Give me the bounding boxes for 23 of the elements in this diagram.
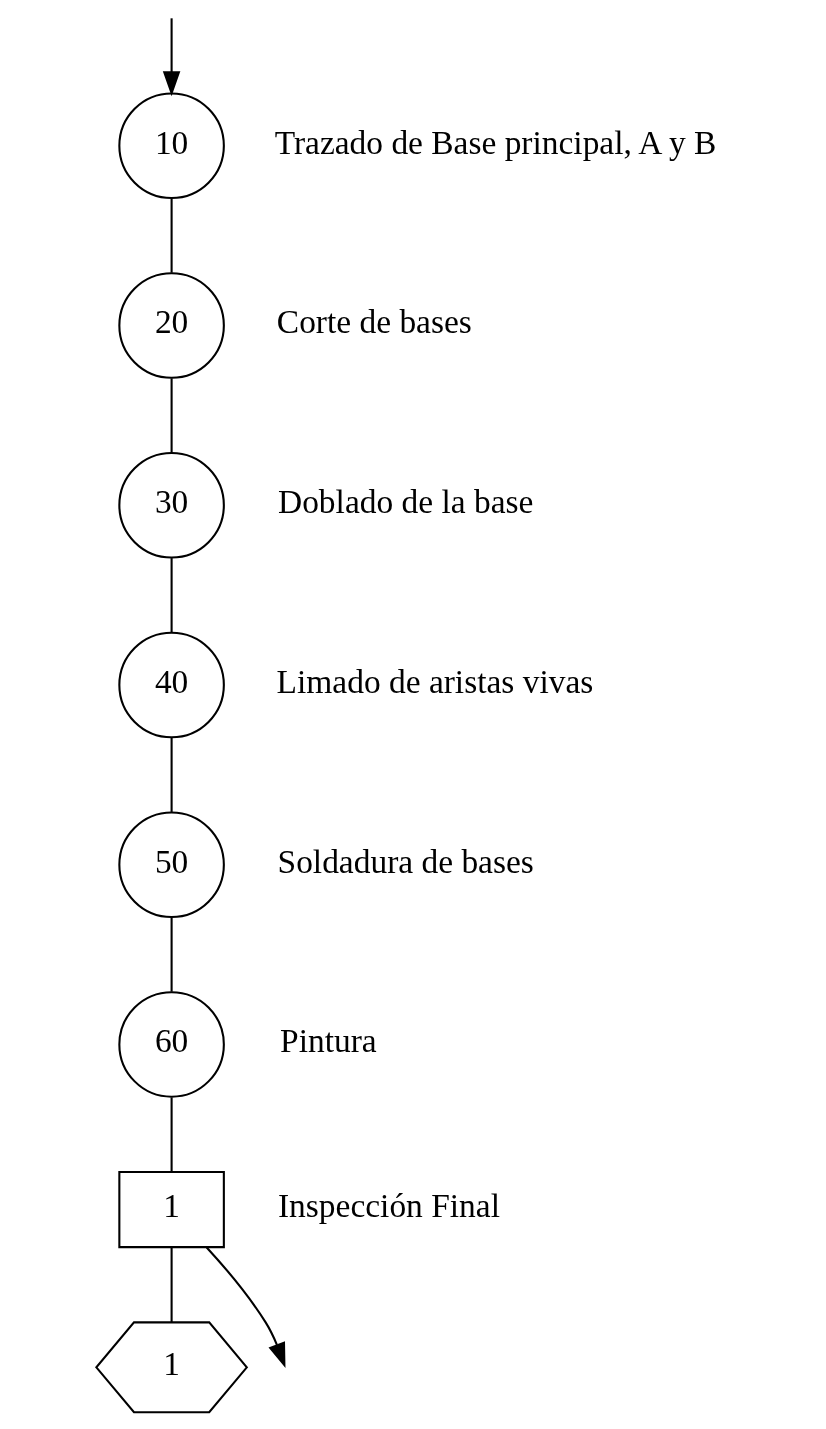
node-circle: 30 — [118, 451, 225, 559]
node-label: Doblado de la base — [278, 483, 534, 521]
node-circle: 60 — [118, 991, 225, 1098]
node-label: Limado de aristas vivas — [276, 662, 594, 700]
node-label: Corte de bases — [276, 303, 472, 341]
node-label: Soldadura de bases — [277, 842, 534, 880]
connector — [170, 1247, 173, 1323]
connector — [170, 737, 173, 812]
arrow — [205, 1246, 286, 1368]
connector — [170, 378, 173, 453]
connector — [170, 558, 173, 633]
node-circle: 50 — [118, 811, 225, 918]
connector — [170, 917, 173, 992]
node-circle: 40 — [118, 631, 225, 739]
arrow — [162, 18, 181, 97]
node-circle: 20 — [118, 272, 225, 379]
connector — [170, 1097, 173, 1172]
node-label: Pintura — [280, 1022, 377, 1060]
node-circle: 10 — [118, 92, 225, 199]
node-box: 1 — [118, 1170, 225, 1249]
connector — [170, 198, 173, 273]
node-label: Trazado de Base principal, A y B — [274, 123, 717, 161]
node-label: Inspección Final — [278, 1187, 500, 1225]
